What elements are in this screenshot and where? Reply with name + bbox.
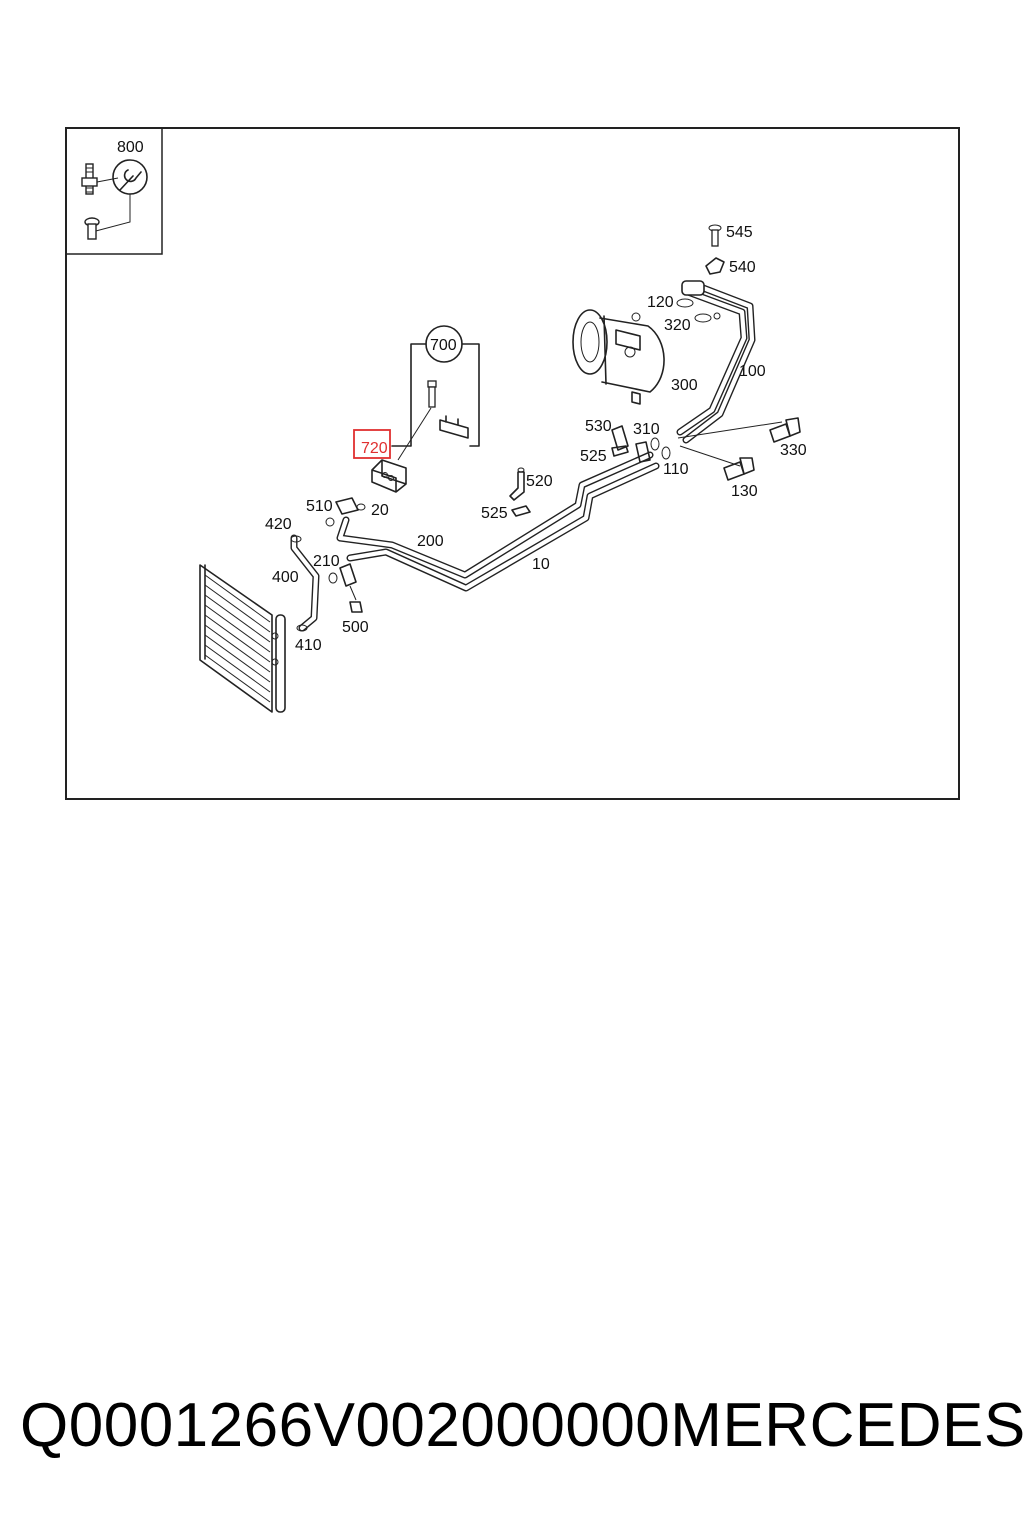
bracket-520-part	[509, 467, 531, 517]
callout-520: 520	[526, 473, 553, 490]
callout-210: 210	[313, 553, 340, 570]
callout-510: 510	[306, 498, 333, 515]
callout-700: 700	[430, 337, 457, 354]
group-700-bracket	[391, 325, 480, 461]
callout-400: 400	[272, 569, 299, 586]
diagram-frame	[65, 127, 960, 800]
bolt-icon	[81, 163, 119, 195]
tool-inset-box	[65, 127, 163, 255]
bolt-545-part	[705, 224, 725, 275]
callout-525-a: 525	[580, 448, 607, 465]
part-code-text: Q0001266V002000000	[20, 1390, 671, 1460]
seal-310-part	[650, 437, 671, 460]
bolt-330-part	[677, 417, 801, 443]
block-210-part	[328, 563, 363, 613]
callout-310: 310	[633, 421, 660, 438]
wrench-icon	[91, 159, 148, 233]
callout-525-b: 525	[481, 505, 508, 522]
parts-diagram: 800 700 720 545 540 120 320 300 100 530 …	[65, 127, 960, 800]
callout-130: 130	[731, 483, 758, 500]
callout-20: 20	[371, 502, 389, 519]
pipe-200-part	[336, 451, 654, 579]
pipe-100-part	[676, 280, 756, 444]
bolt-130-part	[679, 445, 755, 481]
highlight-box	[353, 429, 391, 459]
pipe-400-part	[290, 534, 320, 632]
callout-320: 320	[664, 317, 691, 334]
callout-200: 200	[417, 533, 444, 550]
callout-540: 540	[729, 259, 756, 276]
washer-bolt-icon	[84, 217, 100, 240]
flange-510-part	[325, 497, 366, 527]
footer-caption: Q0001266V002000000 MERCEDES	[20, 1390, 1024, 1460]
callout-10: 10	[532, 556, 550, 573]
callout-330: 330	[780, 442, 807, 459]
callout-110: 110	[663, 461, 689, 478]
callout-100: 100	[739, 363, 766, 380]
callout-420: 420	[265, 516, 292, 533]
condenser-part	[199, 564, 286, 713]
callout-545: 545	[726, 224, 753, 241]
expansion-valve-part	[371, 459, 407, 493]
callout-120: 120	[647, 294, 674, 311]
callout-300: 300	[671, 377, 698, 394]
callout-720: 720	[361, 440, 388, 457]
bracket-530-part	[611, 425, 651, 463]
pipe-10-part	[346, 462, 660, 592]
callout-800: 800	[117, 139, 144, 156]
brand-text: MERCEDES	[670, 1390, 1024, 1460]
seal-120-part	[676, 298, 721, 323]
compressor-part	[572, 309, 665, 405]
callout-530: 530	[585, 418, 612, 435]
callout-410: 410	[295, 637, 322, 654]
callout-500: 500	[342, 619, 369, 636]
